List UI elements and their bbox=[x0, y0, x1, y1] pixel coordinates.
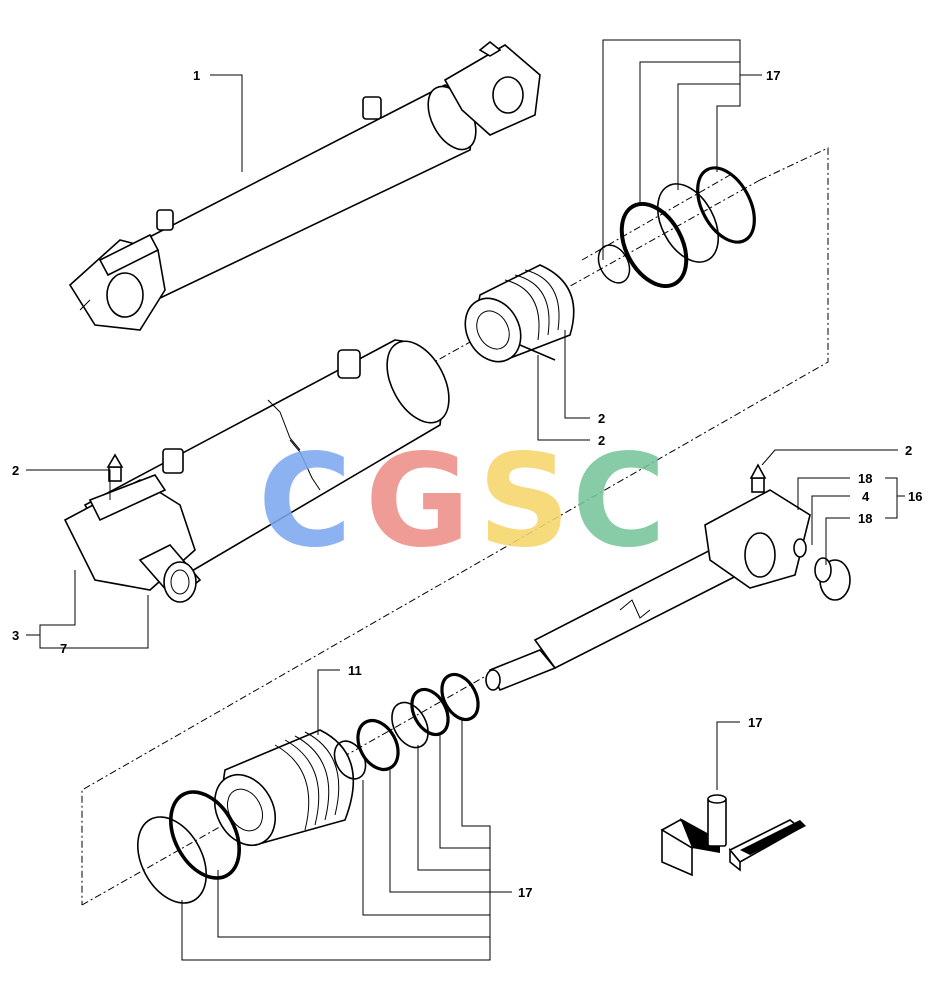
label-bushing-rod-eye: 4 bbox=[862, 489, 870, 504]
label-seal-kit-top: 17 bbox=[766, 68, 780, 83]
cylinder-head-drawing bbox=[464, 264, 575, 363]
label-bushing-kit: 16 bbox=[908, 489, 922, 504]
label-cylinder-assembly: 1 bbox=[193, 68, 200, 83]
part-labels: 1 17 2 2 2 2 18 4 16 18 3 7 11 17 17 bbox=[12, 68, 922, 900]
seal-kit-symbol-drawing bbox=[660, 794, 806, 877]
cylinder-assembly-drawing bbox=[68, 40, 541, 331]
label-snap-ring-upper: 18 bbox=[858, 471, 872, 486]
leader-lines bbox=[26, 39, 905, 961]
label-seal-kit-bottom: 17 bbox=[518, 885, 532, 900]
label-snap-ring-lower: 18 bbox=[858, 511, 872, 526]
grease-fitting-barrel-drawing bbox=[106, 453, 124, 482]
label-bushing-barrel: 7 bbox=[60, 641, 67, 656]
watermark-letter-c1: C bbox=[258, 427, 352, 576]
label-grease-fitting-barrel: 2 bbox=[12, 463, 19, 478]
watermark-letter-s: S bbox=[478, 427, 570, 576]
label-grease-fitting-head: 2 bbox=[598, 411, 605, 426]
label-piston: 11 bbox=[348, 663, 362, 678]
piston-rod-drawing bbox=[485, 463, 851, 692]
label-grease-fitting-rod: 2 bbox=[905, 443, 912, 458]
seal-rings-top-drawing bbox=[597, 166, 756, 289]
label-seal-kit-detail: 17 bbox=[748, 715, 762, 730]
label-grease-fitting-piston: 2 bbox=[598, 433, 605, 448]
label-barrel: 3 bbox=[12, 628, 19, 643]
cgsc-watermark: C G S C bbox=[258, 427, 666, 576]
bushing-drawing bbox=[138, 544, 202, 603]
watermark-letter-g: G bbox=[365, 427, 470, 576]
watermark-letter-c2: C bbox=[572, 427, 666, 576]
piston-drawing bbox=[213, 729, 355, 847]
seal-rings-bottom-drawing bbox=[137, 672, 480, 904]
